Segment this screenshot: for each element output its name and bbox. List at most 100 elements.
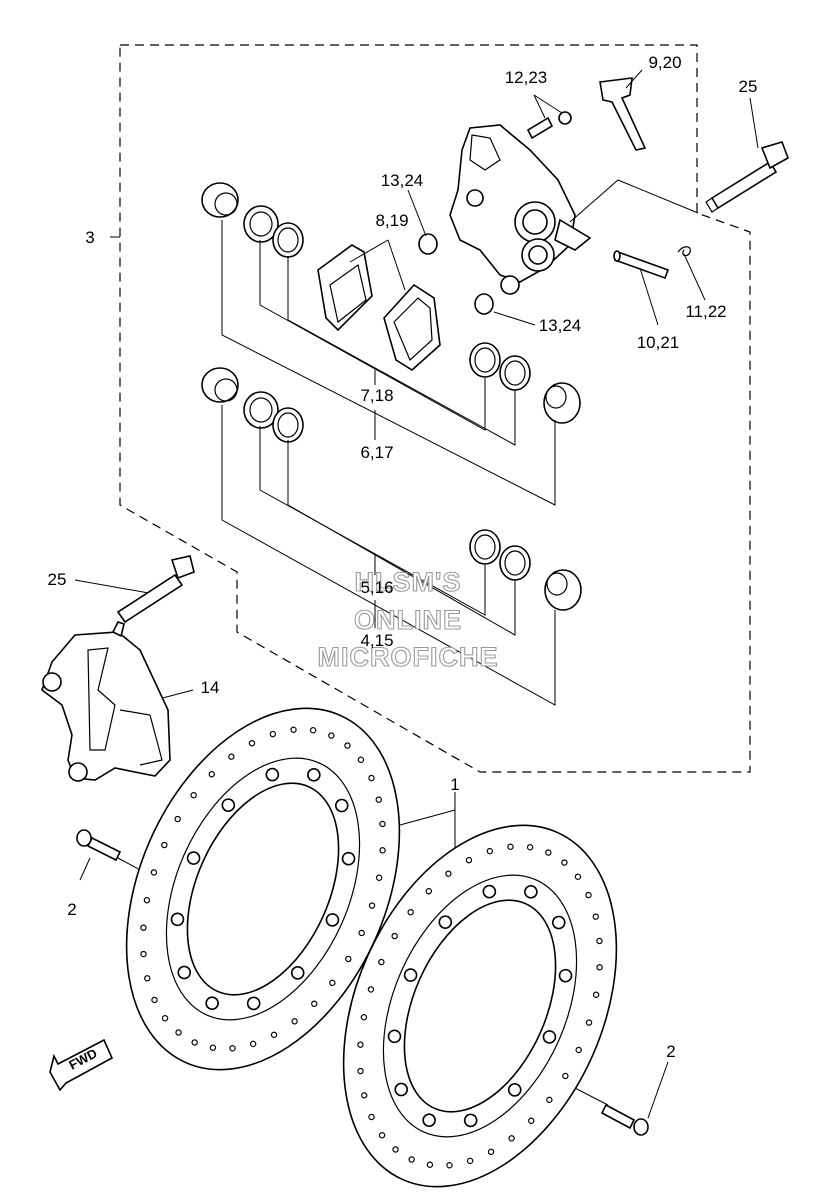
disc-rivet [394,1082,409,1097]
disc-rivet [307,768,321,782]
disc-rivet [325,913,340,927]
callout-2-left: 2 [67,900,76,919]
brake-disc-rear [125,707,401,1071]
disc-drill-hole [368,1113,375,1121]
callout-4-15: 4,15 [360,631,393,650]
disc-drill-hole [408,1156,415,1163]
disc-drill-hole [290,726,297,733]
callout-25-upper: 25 [739,77,758,96]
disc-drill-hole [592,913,599,920]
disc-rivet [542,1030,557,1044]
disc-rivet [341,851,356,866]
callout-labels: 1 2 2 3 4,15 5,16 6,17 7,18 8,19 9,20 10… [48,53,758,1061]
disc-drill-hole [140,950,147,958]
disc-drill-hole [368,774,375,782]
disc-drill-hole [375,874,383,881]
callout-3: 3 [85,228,94,247]
piston-group-lower-right [469,529,582,611]
disc-drill-hole [526,844,534,851]
disc-drill-hole [596,964,603,971]
disc-drill-hole [465,856,473,864]
disc-rivet [387,1029,402,1044]
disc-drill-hole [367,986,375,993]
disc-drill-hole [208,771,215,778]
disc-drill-hole [269,730,277,738]
disc-drill-hole [358,929,365,937]
disc-drill-hole [191,1039,198,1046]
disc-drill-hole [375,796,382,803]
caliper-body-upper [449,124,592,295]
disc-drill-hole [175,1029,182,1036]
disc-drill-hole [546,1096,553,1104]
disc-rivet [463,1113,478,1128]
disc-drill-hole [357,756,365,763]
assembly-boundary [119,44,751,773]
fwd-arrow-icon: FWD [49,1038,114,1092]
disc-drill-hole [487,1148,495,1156]
callout-11-22: 11,22 [685,302,726,321]
caliper-bolt-upper [705,141,789,213]
pad-pin [613,250,670,280]
disc-rivet [205,996,219,1010]
disc-drill-hole [545,849,552,856]
disc-drill-hole [426,1161,434,1168]
disc-drill-hole [329,979,336,987]
callout-14: 14 [201,678,220,697]
disc-drill-hole [311,1000,318,1007]
callout-6-17: 6,17 [360,443,393,462]
disc-drill-hole [425,888,432,895]
disc-drill-hole [357,1067,364,1075]
disc-drill-hole [368,902,376,909]
disc-drill-hole [528,1117,535,1124]
disc-drill-hole [190,791,197,799]
bushing-lower [474,293,494,315]
piston-group-upper-left [201,182,304,258]
disc-drill-hole [379,847,386,854]
disc-drill-hole [209,1044,217,1051]
disc-rivet [334,798,349,813]
disc-rivet [221,798,236,812]
disc-rivet [558,968,573,983]
disc-drill-hole [309,727,317,734]
callout-1: 1 [450,775,459,794]
callout-13-24-lower: 13,24 [539,316,582,335]
disc-drill-hole [270,1031,278,1039]
disc-drill-hole [228,753,235,760]
callout-8-19: 8,19 [375,211,408,230]
disc-drill-hole [360,1014,368,1021]
disc-drill-hole [596,937,603,945]
disc-drill-hole [585,891,592,899]
disc-rivet [290,966,305,980]
callout-7-18: 7,18 [360,386,393,405]
disc-drill-hole [562,1072,569,1080]
disc-drill-hole [379,820,386,828]
watermark-line-3: MICROFICHE [318,642,499,672]
disc-drill-hole [361,1092,368,1099]
disc-drill-hole [561,859,568,866]
disc-rivet [507,1083,522,1097]
bushing-upper [418,233,438,255]
disc-rivet [265,767,280,782]
pad-clip [599,77,647,151]
disc-drill-hole [445,870,452,877]
disc-drill-hole [150,869,158,876]
disc-bolt-right [600,1103,649,1136]
disc-drill-hole [446,1162,453,1169]
disc-rivet [524,885,538,899]
callout-13-24-upper: 13,24 [381,171,424,190]
brake-pad-left [317,244,373,332]
disc-rivet [551,915,566,930]
disc-drill-hole [248,739,256,747]
disc-drill-hole [344,742,351,749]
disc-drill-hole [357,1041,364,1048]
disc-drill-hole [466,1157,474,1165]
disc-drill-hole [161,1015,169,1022]
disc-drill-hole [392,1146,399,1153]
callout-12-23: 12,23 [505,68,548,87]
pin-clip [677,246,691,257]
disc-drill-hole [378,958,385,966]
callout-5-16: 5,16 [360,578,393,597]
disc-rivet [177,965,192,980]
brake-disc-front [342,824,618,1188]
